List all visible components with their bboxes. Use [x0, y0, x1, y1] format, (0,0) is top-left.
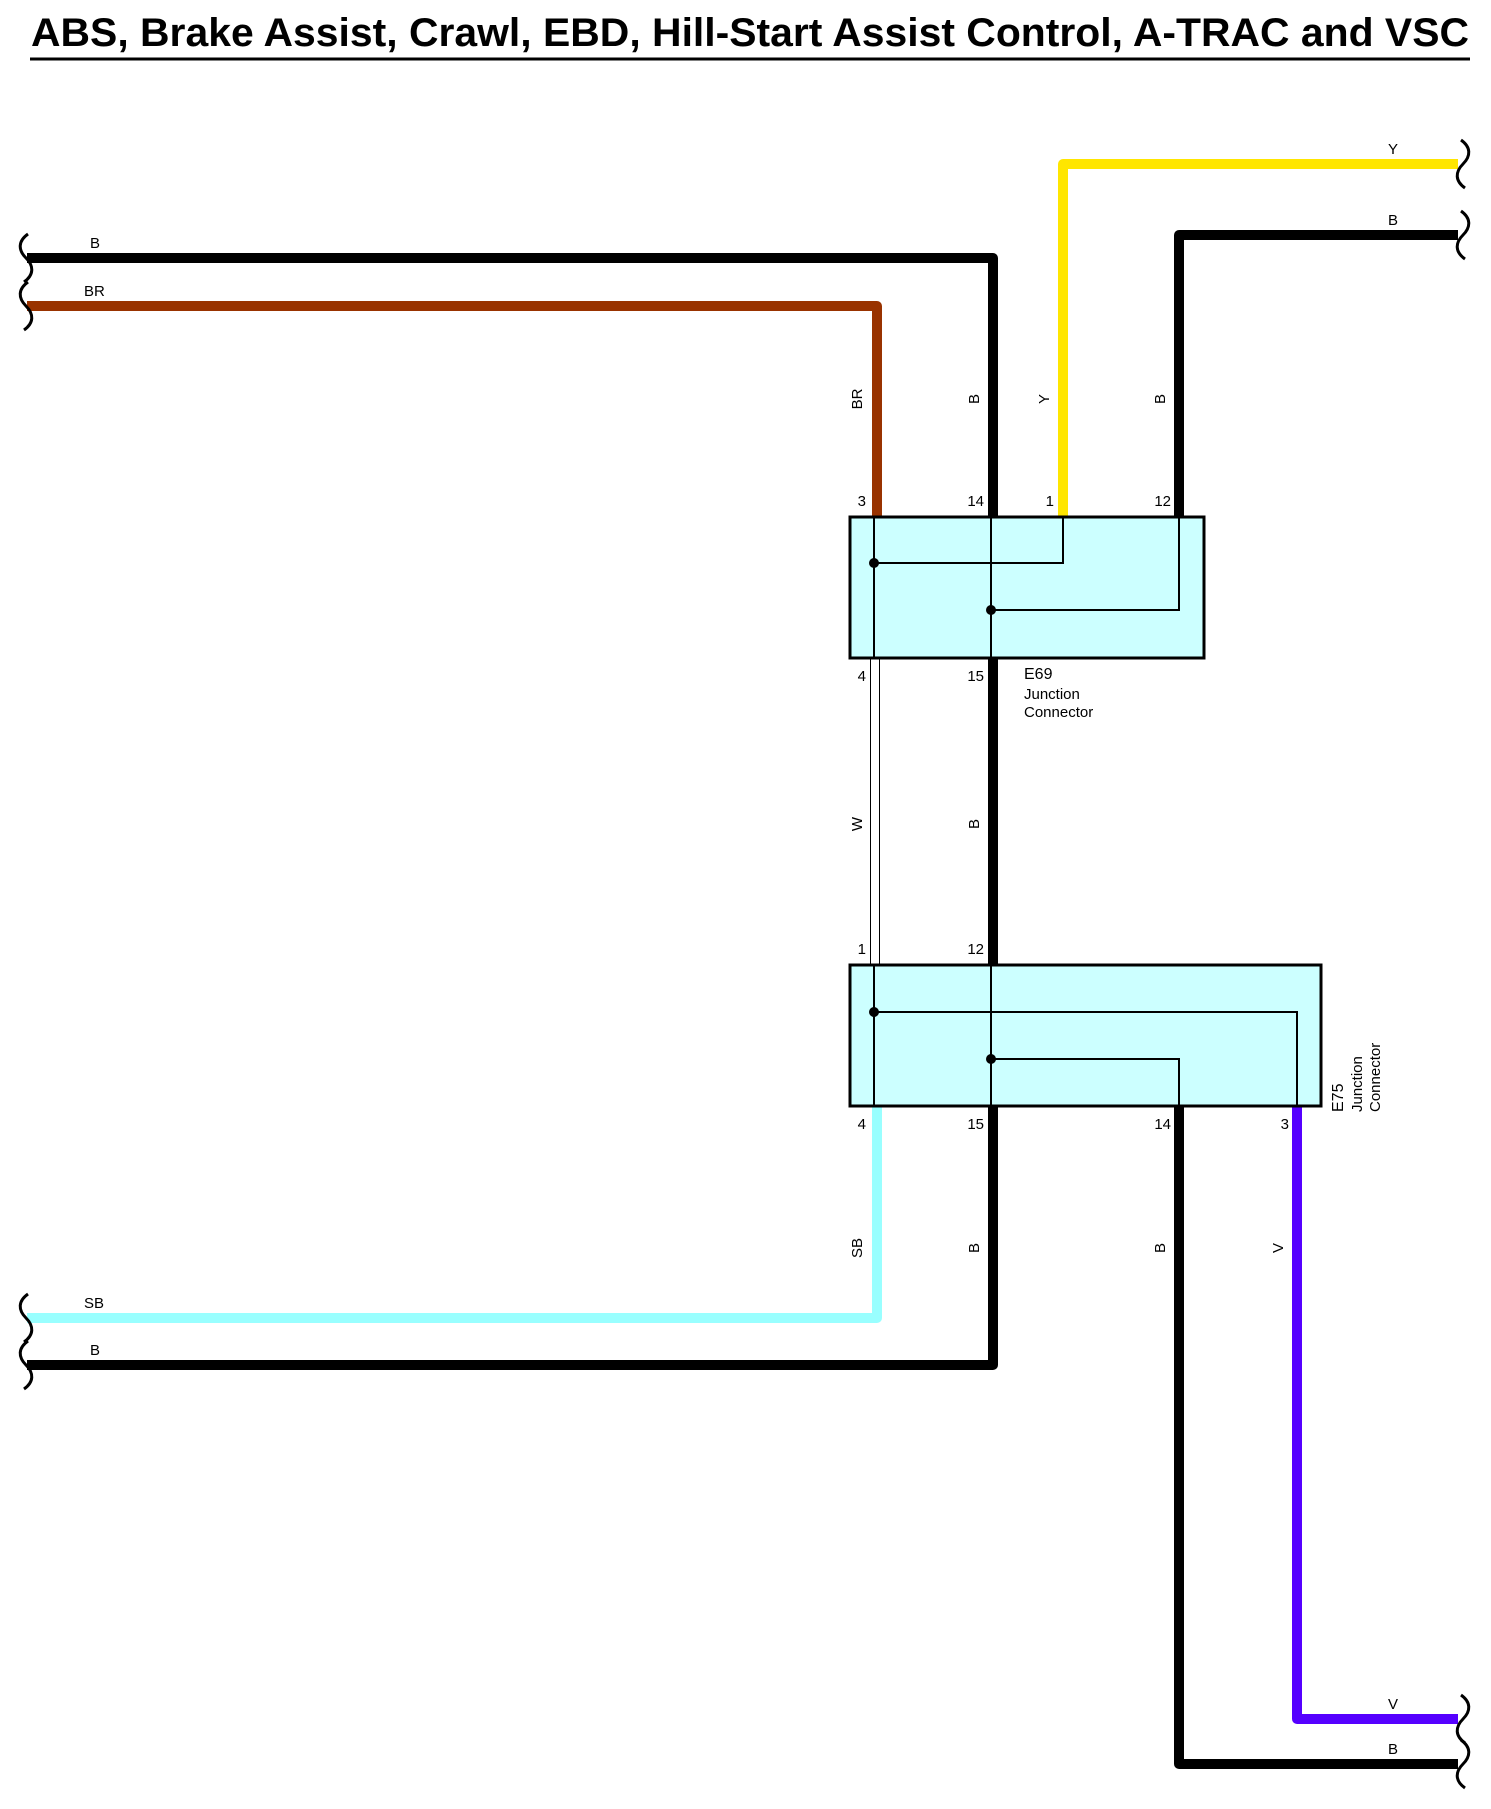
splice-dot: [869, 1007, 879, 1017]
pin-label: 3: [1281, 1116, 1289, 1133]
pin-label: 12: [967, 941, 984, 958]
connector-e69: 3 14 1 12 4 15 E69 Junction Connector: [848, 493, 1206, 721]
connector-e75-body: [848, 963, 1323, 1108]
wire-y-upper: [1058, 159, 1458, 518]
pin-label: 1: [1046, 493, 1054, 510]
connector-name: Junction: [1024, 686, 1080, 703]
wire-label: Y: [1388, 141, 1398, 158]
pin-label: 3: [858, 493, 866, 510]
wire-b-lower-right: [1174, 1105, 1458, 1769]
connector-name: Connector: [1024, 704, 1093, 721]
connector-id: E75: [1330, 1083, 1347, 1112]
wire-break-symbols-left: [18, 232, 34, 1391]
pin-label: 14: [967, 493, 984, 510]
connector-id: E69: [1024, 666, 1053, 683]
wire-label: BR: [849, 388, 866, 409]
wire-label: B: [90, 235, 100, 252]
connector-e75: 1 12 4 15 14 3 E75 Junction Connector: [848, 941, 1384, 1133]
wire-label: V: [1270, 1243, 1287, 1253]
pin-label: 4: [858, 1116, 866, 1133]
wire-label: B: [966, 819, 983, 829]
pin-label: 15: [967, 1116, 984, 1133]
wire-label: SB: [849, 1238, 866, 1258]
connector-name: Connector: [1367, 1043, 1384, 1112]
pin-label: 4: [858, 668, 866, 685]
splice-dot: [869, 558, 879, 568]
wire-break-symbols-right: [1455, 138, 1471, 1790]
wire-label: BR: [84, 283, 105, 300]
pin-label: 14: [1154, 1116, 1171, 1133]
wire-label: B: [1152, 394, 1169, 404]
diagram-title: ABS, Brake Assist, Crawl, EBD, Hill-Star…: [31, 11, 1469, 55]
wire-b-upper-left: [27, 253, 998, 518]
wire-label: B: [1388, 1741, 1398, 1758]
connector-e69-body: [848, 515, 1206, 660]
connector-name: Junction: [1349, 1056, 1366, 1112]
wire-label: B: [1388, 212, 1398, 229]
wire-br-upper: [27, 301, 882, 518]
splice-dot: [986, 1054, 996, 1064]
wire-b-lower-left: [27, 1105, 998, 1370]
wire-label: B: [1152, 1243, 1169, 1253]
pin-label: 12: [1154, 493, 1171, 510]
wire-label: W: [849, 816, 866, 831]
wire-label: Y: [1036, 394, 1053, 404]
wire-label: SB: [84, 1295, 104, 1312]
wire-b-upper-right: [1174, 230, 1458, 518]
pin-label: 1: [858, 941, 866, 958]
wire-label: B: [966, 1243, 983, 1253]
splice-dot: [986, 605, 996, 615]
wire-label: B: [90, 1342, 100, 1359]
wire-sb-lower: [27, 1105, 882, 1323]
pin-label: 15: [967, 668, 984, 685]
wire-label: B: [966, 394, 983, 404]
wire-label: V: [1388, 1696, 1398, 1713]
wire-v-lower: [1292, 1105, 1458, 1724]
